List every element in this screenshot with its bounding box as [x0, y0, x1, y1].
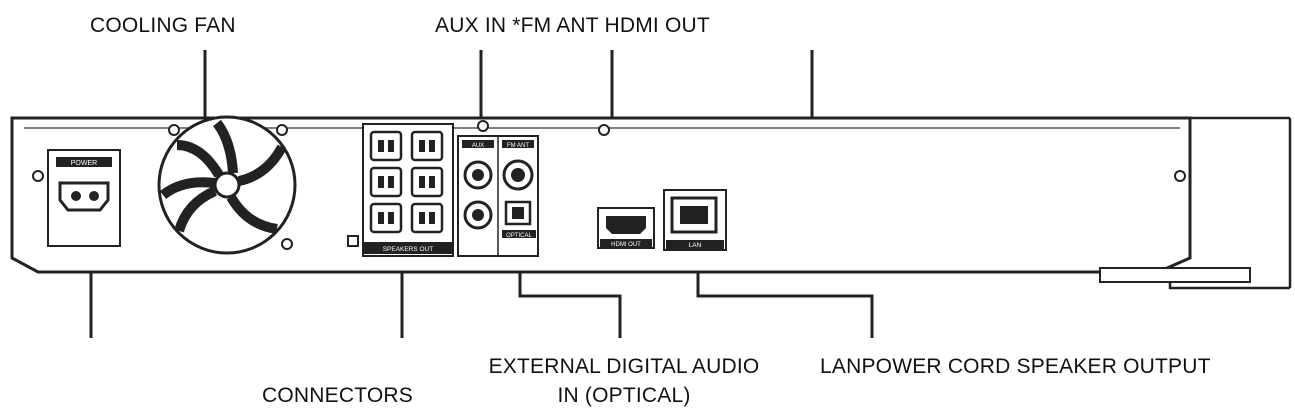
callout-cooling-fan: COOLING FAN — [90, 14, 236, 37]
callout-lan-power-speaker: LANPOWER CORD SPEAKER OUTPUT — [820, 355, 1211, 378]
power-socket-panel: POWER — [47, 149, 121, 247]
callout-aux-fm-hdmi: AUX IN *FM ANT HDMI OUT — [435, 14, 710, 37]
screws — [32, 120, 1186, 250]
lan-leader — [696, 256, 874, 338]
callout-ext-digital-audio-line1: EXTERNAL DIGITAL AUDIO — [488, 355, 760, 378]
cooling-fan — [157, 115, 297, 255]
fm-ant-panel-label: FM ANT — [507, 143, 529, 149]
aux-fm-optical-block: AUX FM ANT OPTICAL — [457, 135, 539, 257]
lan-panel-label: LAN — [689, 242, 702, 249]
lan-port: LAN — [663, 189, 727, 251]
speaker-out-panel-label: SPEAKERS OUT — [383, 246, 434, 253]
callout-ext-digital-audio-line2: IN (OPTICAL) — [557, 384, 691, 407]
callout-connectors: CONNECTORS — [262, 384, 413, 407]
chassis — [10, 116, 1292, 290]
hdmi-out-panel-label: HDMI OUT — [611, 242, 641, 248]
power-panel-label: POWER — [71, 160, 97, 167]
optical-leader — [518, 260, 622, 338]
optical-panel-label: OPTICAL — [506, 233, 532, 239]
speaker-output-block: SPEAKERS OUT — [347, 123, 454, 257]
hdmi-out-port: HDMI OUT — [597, 207, 655, 249]
aux-panel-label: AUX — [472, 143, 484, 149]
